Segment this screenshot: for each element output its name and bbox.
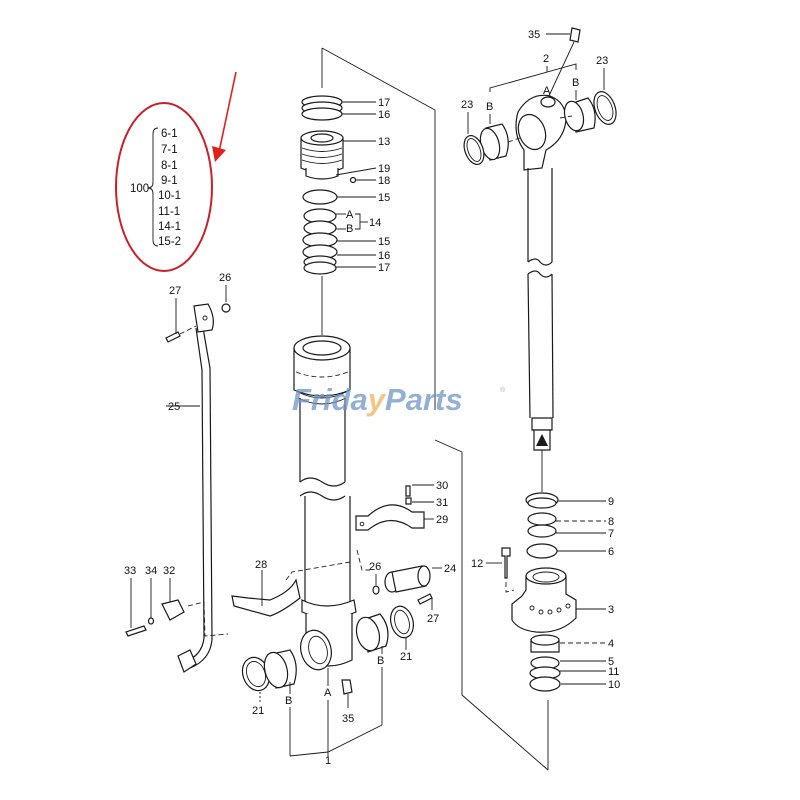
label-15-b: 15 <box>378 236 390 248</box>
gland-group: 9 8 7 6 12 3 4 5 11 10 <box>471 492 620 692</box>
registered-mark: ® <box>500 386 506 394</box>
label-10: 10 <box>608 679 620 691</box>
label-35-top: 35 <box>528 29 540 41</box>
label-15-a: 15 <box>378 192 390 204</box>
label-26-pipe: 26 <box>219 272 231 284</box>
label-11: 11 <box>608 666 619 678</box>
kit-item: 11-1 <box>158 206 180 218</box>
label-21-left: 21 <box>252 705 264 717</box>
label-30: 30 <box>436 480 448 492</box>
label-4: 4 <box>608 638 614 650</box>
pipe-group: 25 26 27 33 34 32 28 <box>124 272 351 673</box>
label-34: 34 <box>145 565 157 577</box>
kit-item: 10-1 <box>158 190 181 202</box>
label-16-top: 16 <box>378 109 390 121</box>
kit-annotation: 100 6-1 7-1 8-1 9-1 10-1 11-1 14-1 15-2 <box>115 71 237 272</box>
kit-item: 9-1 <box>161 175 178 187</box>
label-25: 25 <box>168 401 180 413</box>
kit-number: 100 <box>130 183 149 195</box>
label-tube-B-right: B <box>377 655 384 667</box>
label-12: 12 <box>471 558 483 570</box>
assembly-outline <box>321 47 549 771</box>
label-14: 14 <box>369 217 381 229</box>
label-35-bottom: 35 <box>342 713 354 725</box>
label-8: 8 <box>608 516 614 528</box>
label-33: 33 <box>124 565 136 577</box>
piston-seal-stack: 17 16 13 19 18 15 A B 14 <box>300 95 390 335</box>
kit-item: 6-1 <box>161 128 178 140</box>
svg-text:FridayParts: FridayParts <box>292 382 463 417</box>
kit-item: 14-1 <box>158 221 181 233</box>
label-27-clamp: 27 <box>427 613 439 625</box>
label-tube-A: A <box>324 687 332 699</box>
label-head-B-right: B <box>572 77 579 89</box>
label-23-left: 23 <box>461 99 473 111</box>
label-18: 18 <box>378 175 390 187</box>
label-head-A: A <box>543 85 551 97</box>
label-14-B: B <box>346 223 353 235</box>
label-7: 7 <box>608 528 614 540</box>
kit-item: 7-1 <box>161 144 178 156</box>
label-13: 13 <box>378 136 390 148</box>
label-23-right: 23 <box>596 55 608 67</box>
label-6: 6 <box>608 546 614 558</box>
arrow-head-icon <box>212 146 226 162</box>
kit-item: 15-2 <box>158 236 181 248</box>
label-24: 24 <box>444 563 456 575</box>
label-5: 5 <box>608 656 614 668</box>
label-21-right: 21 <box>400 651 412 663</box>
label-2: 2 <box>543 53 549 65</box>
watermark-text-2: Parts <box>385 382 463 417</box>
label-17-bottom: 17 <box>378 262 390 274</box>
label-31: 31 <box>436 497 448 509</box>
label-tube-B-left: B <box>285 695 292 707</box>
tube-bushings: 21 B B 21 35 1 <box>241 605 415 767</box>
cylinder-tube: A <box>293 335 357 752</box>
label-16-bottom: 16 <box>378 250 390 262</box>
label-32: 32 <box>163 565 175 577</box>
watermark-text-y: y <box>366 382 387 417</box>
label-17-top: 17 <box>378 97 390 109</box>
watermark-logo: FridayParts ® <box>292 382 506 417</box>
label-14-A: A <box>346 209 354 221</box>
highlight-ellipse <box>115 102 213 272</box>
rod-head-group: 35 2 A B B 23 23 <box>461 27 617 492</box>
label-28: 28 <box>255 559 267 571</box>
label-head-B-left: B <box>486 101 493 113</box>
label-9: 9 <box>608 496 614 508</box>
label-3: 3 <box>608 604 614 616</box>
label-26-clamp: 26 <box>369 561 381 573</box>
label-19: 19 <box>378 163 390 175</box>
label-1: 1 <box>325 755 331 767</box>
watermark-text-1: Frida <box>292 382 368 417</box>
label-29: 29 <box>436 514 448 526</box>
clamp-group: 30 31 29 24 26 27 <box>355 480 456 625</box>
kit-item: 8-1 <box>161 160 178 172</box>
arrow-shaft <box>218 71 237 153</box>
label-27-pipe: 27 <box>169 285 181 297</box>
